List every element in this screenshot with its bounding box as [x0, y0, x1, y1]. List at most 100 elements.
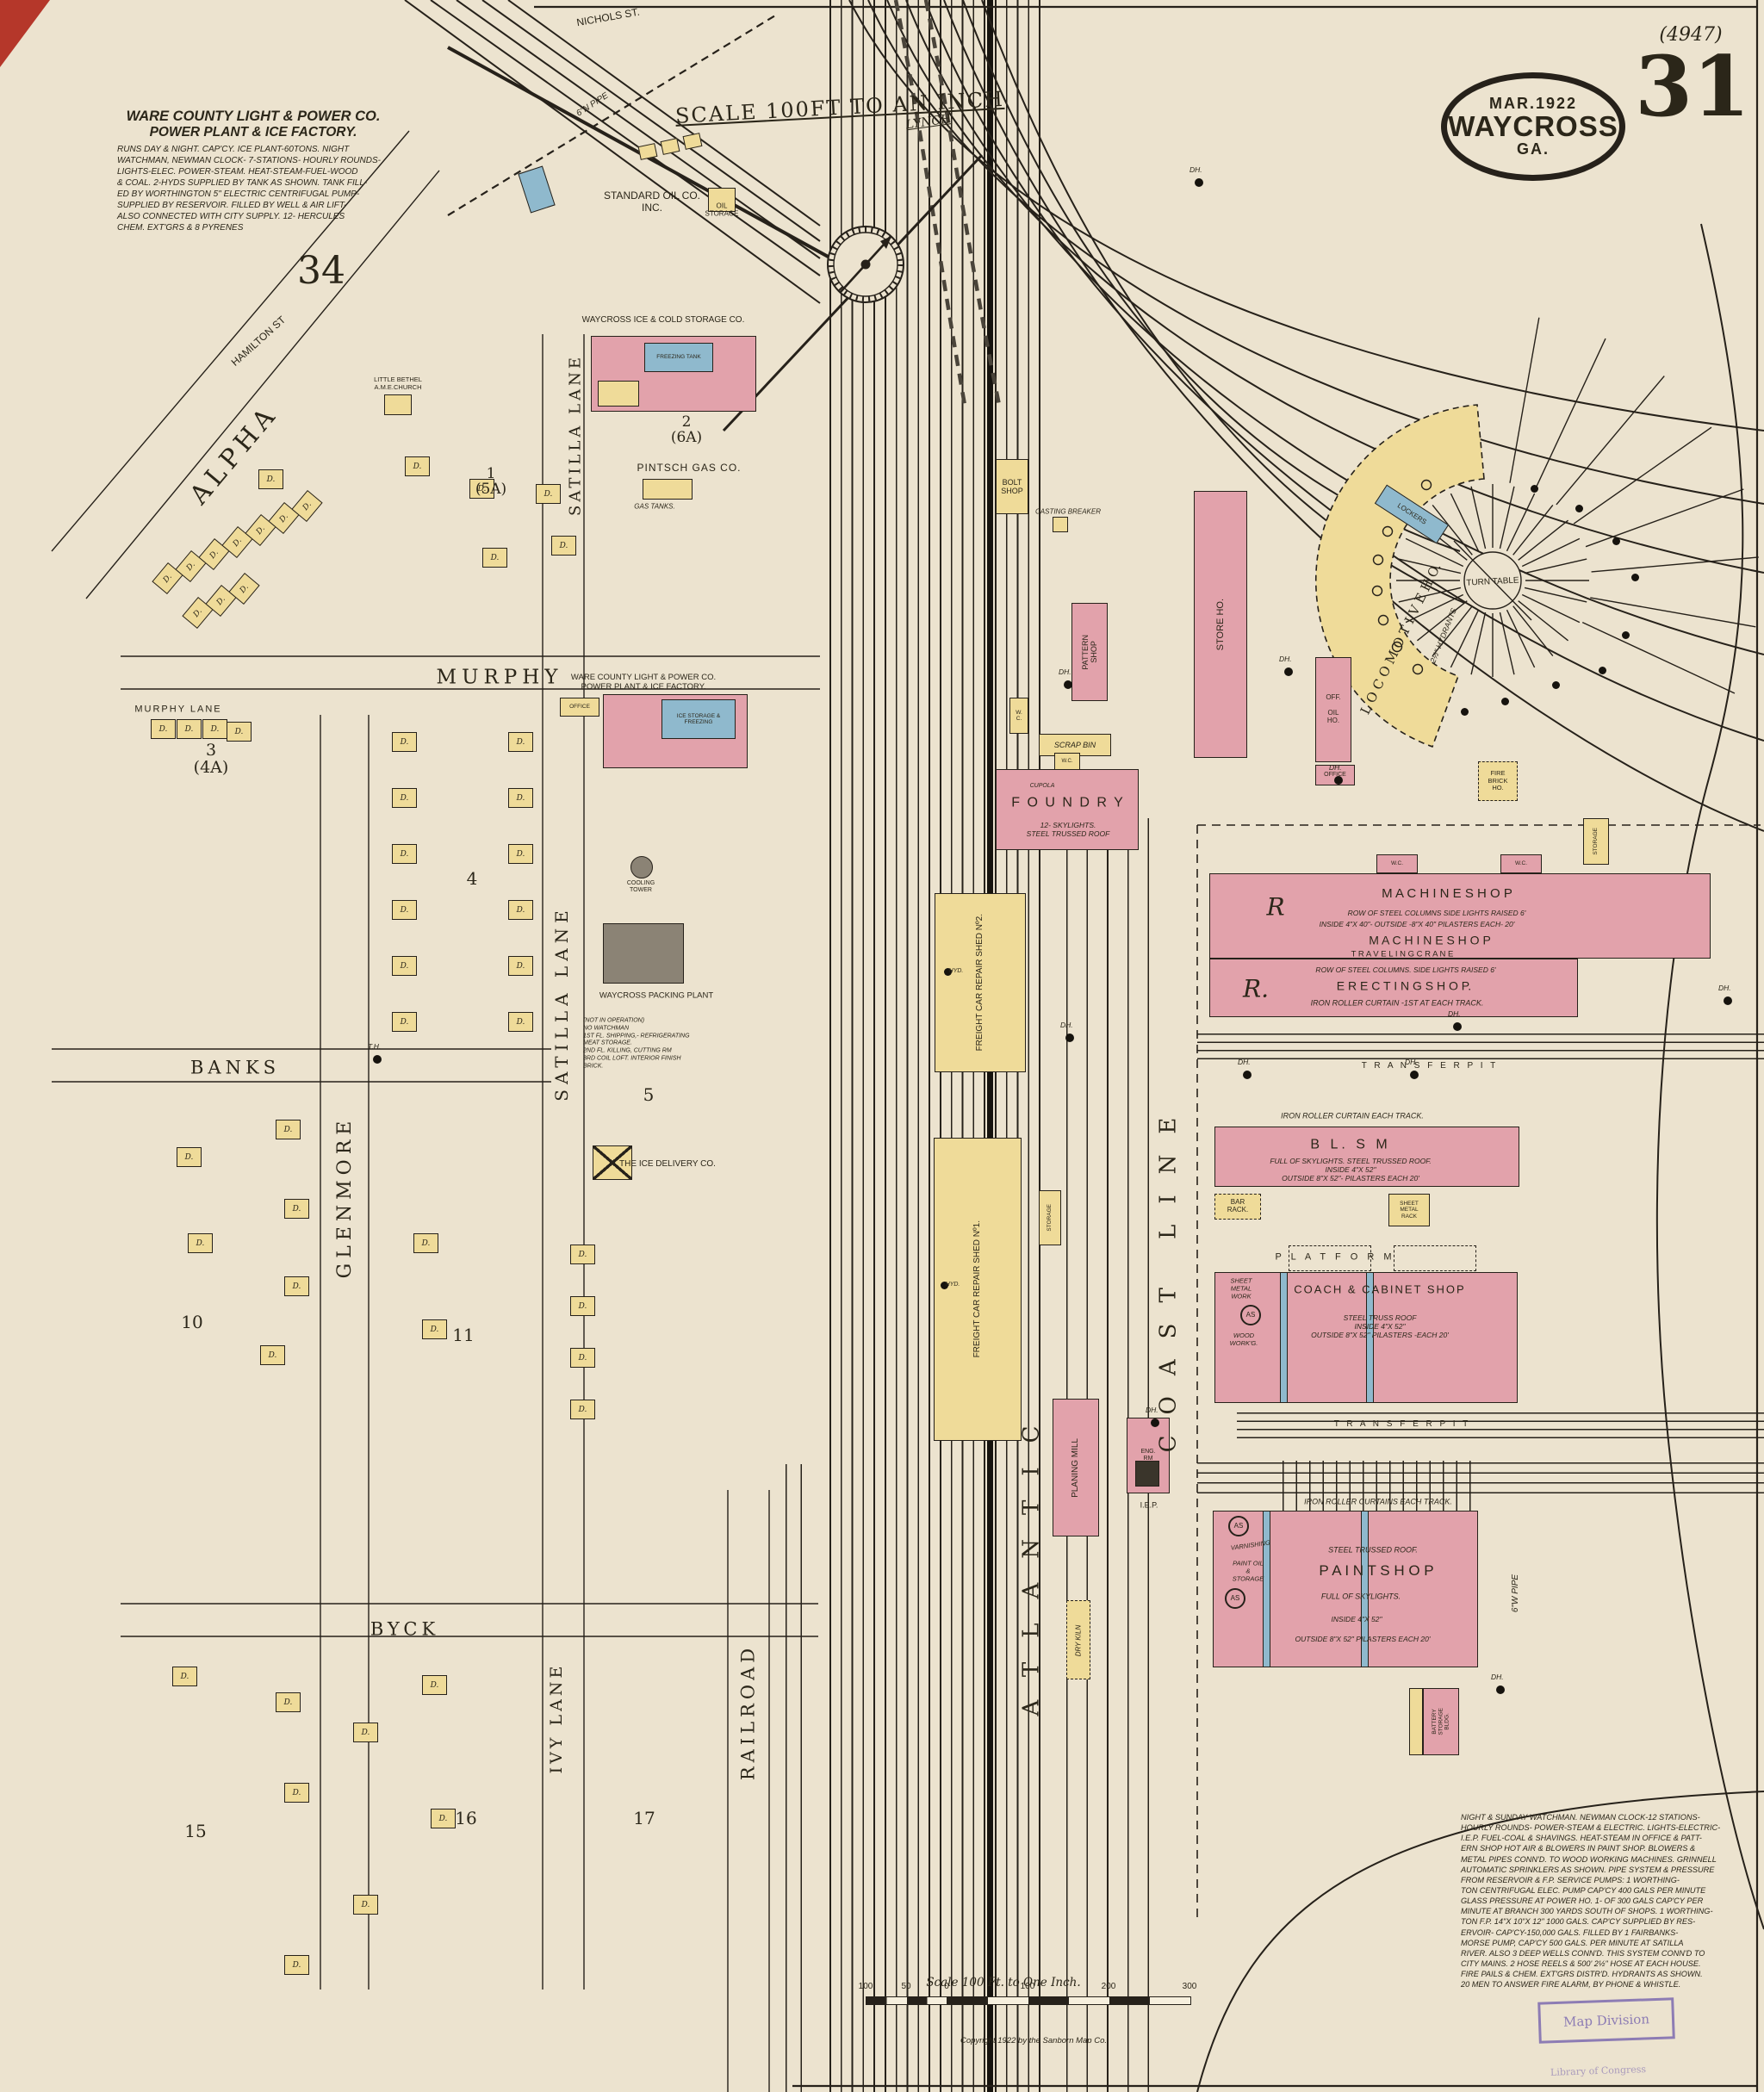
dwelling: D.	[482, 548, 507, 568]
dwelling: D.	[469, 479, 494, 499]
machine-shop-wc-2-label: W.C.	[1514, 860, 1528, 867]
coach-cabinet-sub: STEEL TRUSS ROOF INSIDE 4"X 52" OUTSIDE …	[1311, 1313, 1449, 1340]
title-oval: MAR.1922 WAYCROSS GA.	[1441, 72, 1625, 181]
block-17: 17	[633, 1808, 655, 1829]
hydrant-dot: DH.	[1491, 1673, 1505, 1694]
hydrant-dot-label: DH.	[1329, 763, 1342, 772]
casting-breaker	[1053, 517, 1068, 532]
sprinkler-symbol-1: AS	[1240, 1305, 1261, 1325]
paint-partition-2	[1361, 1511, 1369, 1667]
cupola-label: CUPOLA	[1029, 782, 1055, 789]
bar-rack: BAR RACK.	[1214, 1194, 1261, 1220]
library-stamp: Map Division	[1537, 1997, 1675, 2044]
dwelling: D.	[392, 1012, 417, 1032]
standard-oil-tank	[518, 165, 556, 214]
track-end-dot	[1599, 667, 1606, 674]
track-end-dot	[1531, 485, 1538, 493]
storage-right: STORAGE	[1583, 818, 1609, 865]
street-ivy-lane: IVY LANE	[546, 1662, 566, 1774]
freight-shed-1: FREIGHT CAR REPAIR SHED Nº1.	[934, 1138, 1022, 1441]
paint-dim1: INSIDE 4"X 52"	[1331, 1614, 1382, 1623]
block-3: 3 (4A)	[193, 741, 229, 777]
block-4: 4	[466, 868, 478, 890]
dry-kiln-building	[1066, 1600, 1090, 1679]
dwelling: D.	[284, 1955, 309, 1975]
power-plant-ice-freezing: ICE STORAGE & FREEZING	[662, 699, 736, 739]
wood-working-label: WOOD WORK'G.	[1229, 1332, 1258, 1347]
rail-spur-left	[772, 1464, 808, 2092]
erecting-shop-building	[1209, 959, 1578, 1017]
dwelling: D.	[570, 1400, 595, 1419]
block-1: 1 (5A)	[475, 465, 507, 498]
street-hamilton: HAMILTON ST	[228, 313, 289, 369]
pipe-n-label: 6"N PIPE	[575, 90, 611, 119]
engine-boiler	[1135, 1461, 1159, 1487]
scale-bar-tick: 200	[1101, 1982, 1116, 1991]
transfer-pit-1: T R A N S F E R P I T	[1361, 1061, 1499, 1071]
fire-brick-house-label: FIRE BRICK HO.	[1488, 769, 1508, 792]
dwelling: D.	[172, 1667, 197, 1686]
engine-room-label: ENG. RM	[1140, 1449, 1156, 1462]
hydrant-dot-label: DH.	[1491, 1673, 1504, 1681]
wc-lane: W. C.	[1009, 698, 1028, 734]
block-10: 10	[181, 1312, 203, 1333]
dwelling: D.	[284, 1276, 309, 1296]
paint-shop-stub-tracks	[1270, 1461, 1477, 1511]
track-end-dot	[1612, 537, 1620, 545]
machine-shop-building	[1209, 873, 1711, 959]
block-15: 15	[184, 1821, 207, 1842]
scale-bar-coarse	[947, 1996, 1191, 2005]
block-11: 11	[452, 1325, 475, 1346]
paint-dim2: OUTSIDE 8"X 52" PILASTERS EACH 20'	[1295, 1634, 1431, 1643]
paint-shop-building	[1213, 1511, 1478, 1667]
lockers: LOCKERS	[1374, 484, 1450, 544]
title-date: MAR.1922	[1488, 94, 1578, 112]
hydrant-dot-label: T.H.	[368, 1042, 382, 1051]
hydrants-label: 2½" HYDRANTS	[1428, 606, 1459, 665]
iep-label: I.E.P.	[1140, 1500, 1158, 1510]
block-5: 5	[643, 1084, 655, 1106]
track-end-dot	[1631, 574, 1639, 581]
machine-shop-row2: ROW OF STEEL COLUMNS. SIDE LIGHTS RAISED…	[1315, 965, 1496, 974]
dwelling: D.	[422, 1319, 447, 1339]
railroad-coast-line: COAST LINE	[1155, 1096, 1182, 1453]
blsm-sub: FULL OF SKYLIGHTS. STEEL TRUSSED ROOF. I…	[1270, 1156, 1432, 1183]
dwelling: D.	[536, 484, 561, 504]
ice-storage-annex	[598, 381, 639, 407]
sheet-metal-rack-label: SHEET METAL RACK	[1400, 1201, 1419, 1220]
erecting-curtain: IRON ROLLER CURTAIN -1ST AT EACH TRACK.	[1310, 998, 1484, 1008]
dwelling: D.	[284, 1783, 309, 1803]
hydrant-dot: DH.	[1718, 984, 1732, 1005]
dwelling: D.	[227, 722, 252, 742]
gas-tanks-label: GAS TANKS.	[634, 502, 675, 511]
machine-shop-wc-1-label: W.C.	[1390, 860, 1404, 867]
hydrant-dot: DH.	[1448, 1009, 1462, 1031]
packing-plant-building	[603, 923, 684, 984]
dwelling: D.	[392, 956, 417, 976]
dwelling: D.	[353, 1723, 378, 1742]
machine-shop-2: M A C H I N E S H O P	[1369, 933, 1491, 947]
shops-note: NIGHT & SUNDAY WATCHMAN. NEWMAN CLOCK-12…	[1461, 1813, 1721, 1990]
oil-storage-label: OIL STORAGE	[705, 202, 739, 218]
foundry-wc: W.C.	[1054, 753, 1080, 770]
street-satilla-lane: SATILLA LANE	[551, 905, 573, 1102]
scale-bar-tick: 100	[858, 1982, 873, 1991]
dwelling: D.	[202, 719, 227, 739]
hyd-label-2: HYD.	[945, 1281, 960, 1288]
railroad-r1: R	[1266, 892, 1285, 922]
street-murphy: MURPHY	[436, 666, 563, 689]
office-oil-house: OFF. OIL HO.	[1315, 657, 1351, 762]
storage-mid: STORAGE	[1039, 1190, 1061, 1245]
title-city: WAYCROSS	[1448, 109, 1618, 142]
street-railroad: RAILROAD	[737, 1643, 759, 1781]
hydrant-dot: DH.	[1329, 763, 1343, 785]
planing-mill-label: PLANING MILL	[1071, 1437, 1081, 1498]
sheet-metal-rack: SHEET METAL RACK	[1388, 1194, 1430, 1226]
machine-shop-1: M A C H I N E S H O P	[1382, 886, 1512, 902]
power-plant-office: OFFICE	[560, 698, 599, 717]
power-plant-office-label: OFFICE	[569, 704, 590, 711]
battery-storage-building-label: BATTERY STORAGE BLDG.	[1432, 1708, 1450, 1735]
dwelling: D.	[188, 1233, 213, 1253]
dwelling: D.	[353, 1895, 378, 1915]
power-plant-note-title1: WARE COUNTY LIGHT & POWER CO.	[126, 109, 381, 124]
